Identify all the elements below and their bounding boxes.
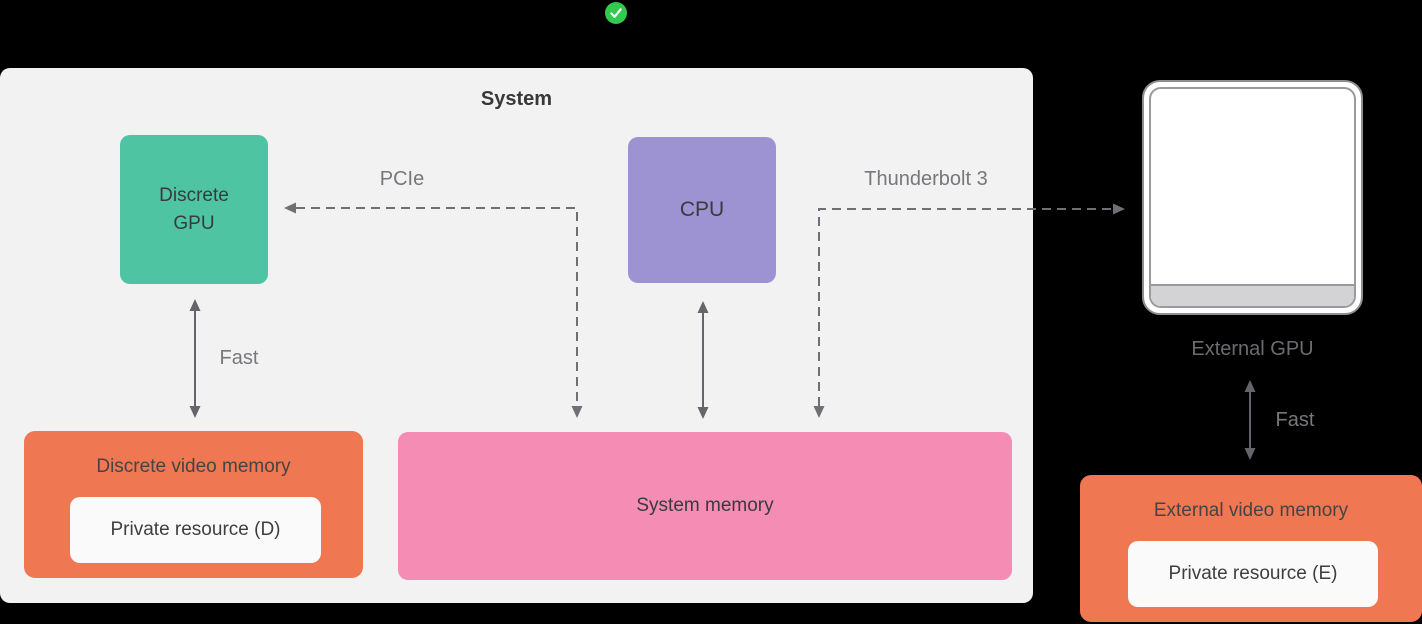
external-video-memory-label: External video memory	[1153, 500, 1349, 521]
system-memory-label: System memory	[636, 495, 774, 517]
cpu-label: CPU	[679, 197, 725, 221]
pcie-link-label: PCIe	[379, 168, 425, 190]
discrete-gpu-label: Discrete GPU	[159, 184, 229, 234]
private-resource-d-node: Private resource (D)	[70, 497, 321, 563]
system-memory-node: System memory	[398, 432, 1012, 580]
fast-arrow-right	[1244, 380, 1256, 460]
external-gpu-label: External GPU	[1191, 338, 1314, 360]
fast-link-label-left: Fast	[219, 347, 259, 369]
external-video-memory-node: External video memory Private resource (…	[1080, 475, 1422, 622]
status-check-badge	[605, 2, 627, 24]
external-gpu-enclosure-base	[1151, 284, 1354, 306]
discrete-gpu-node: Discrete GPU	[120, 135, 268, 284]
thunderbolt-link-label: Thunderbolt 3	[864, 168, 988, 190]
discrete-video-memory-label: Discrete video memory	[96, 456, 291, 477]
private-resource-e-node: Private resource (E)	[1128, 541, 1378, 607]
cpu-node: CPU	[628, 137, 776, 283]
discrete-video-memory-node: Discrete video memory Private resource (…	[24, 431, 363, 578]
system-panel-title: System	[480, 88, 553, 110]
fast-link-label-right: Fast	[1275, 409, 1315, 431]
checkmark-icon	[610, 8, 622, 18]
external-gpu-enclosure-face	[1149, 87, 1356, 308]
external-gpu-enclosure-icon	[1142, 80, 1363, 315]
